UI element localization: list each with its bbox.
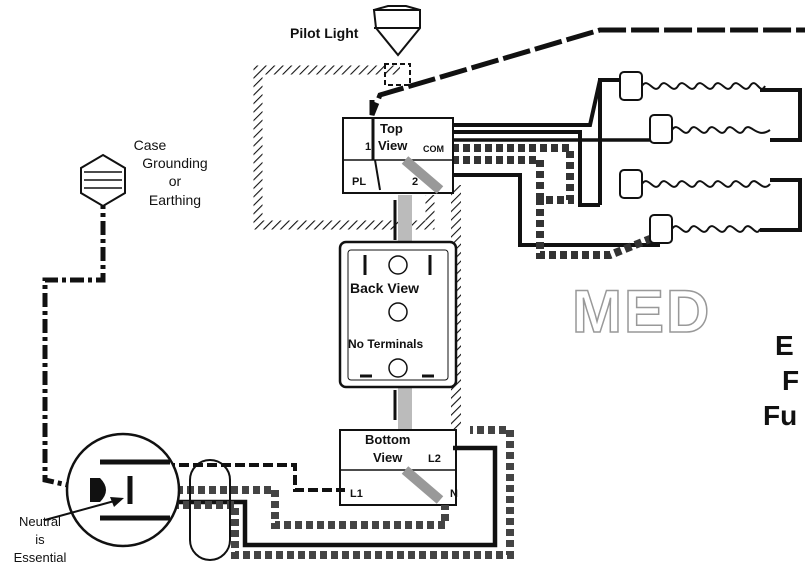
neutral-pointer-arrow [44,497,124,521]
case-grounding-line-2: Grounding [142,155,207,171]
bottom-term-l1: L1 [350,488,363,500]
bottom-switch [339,429,457,506]
ground-connector-icon [80,153,126,208]
top-term-pl: PL [352,176,366,188]
outlet-icon [65,432,231,561]
no-terminals-label: No Terminals [348,337,423,351]
bottom-switch-view: View [373,450,403,465]
top-term-2: 2 [412,176,418,188]
neutral-line-2: is [35,532,45,547]
pilot-light-wiring [253,63,435,230]
watermark-text: MED [572,278,711,345]
cut-text-1: E [775,330,794,361]
heating-coil [619,71,771,244]
middle-switch [338,240,458,389]
neutral-line-3: Essential [14,550,67,565]
case-grounding-line-4: Earthing [149,192,201,208]
bottom-term-l2: L2 [428,453,441,465]
cut-text-3: Fu [763,400,797,431]
element-wiring [369,27,805,259]
ground-wire [42,195,106,493]
case-grounding-line-1: Case [134,137,167,153]
pilot-light-icon [372,5,421,57]
supply-wiring [150,426,514,559]
cut-text-2: F [782,365,799,396]
top-switch [342,117,454,194]
neutral-line-1: Neutral [19,514,61,529]
back-view-label: Back View [350,280,419,296]
bottom-term-n: N [450,488,458,500]
pilot-light-label: Pilot Light [290,25,359,41]
top-term-1: 1 [365,141,371,153]
top-switch-title: Top [380,121,403,136]
case-grounding-line-3: or [169,173,182,189]
top-term-com: COM [423,144,444,154]
bottom-switch-title: Bottom [365,432,411,447]
top-switch-view: View [378,138,408,153]
